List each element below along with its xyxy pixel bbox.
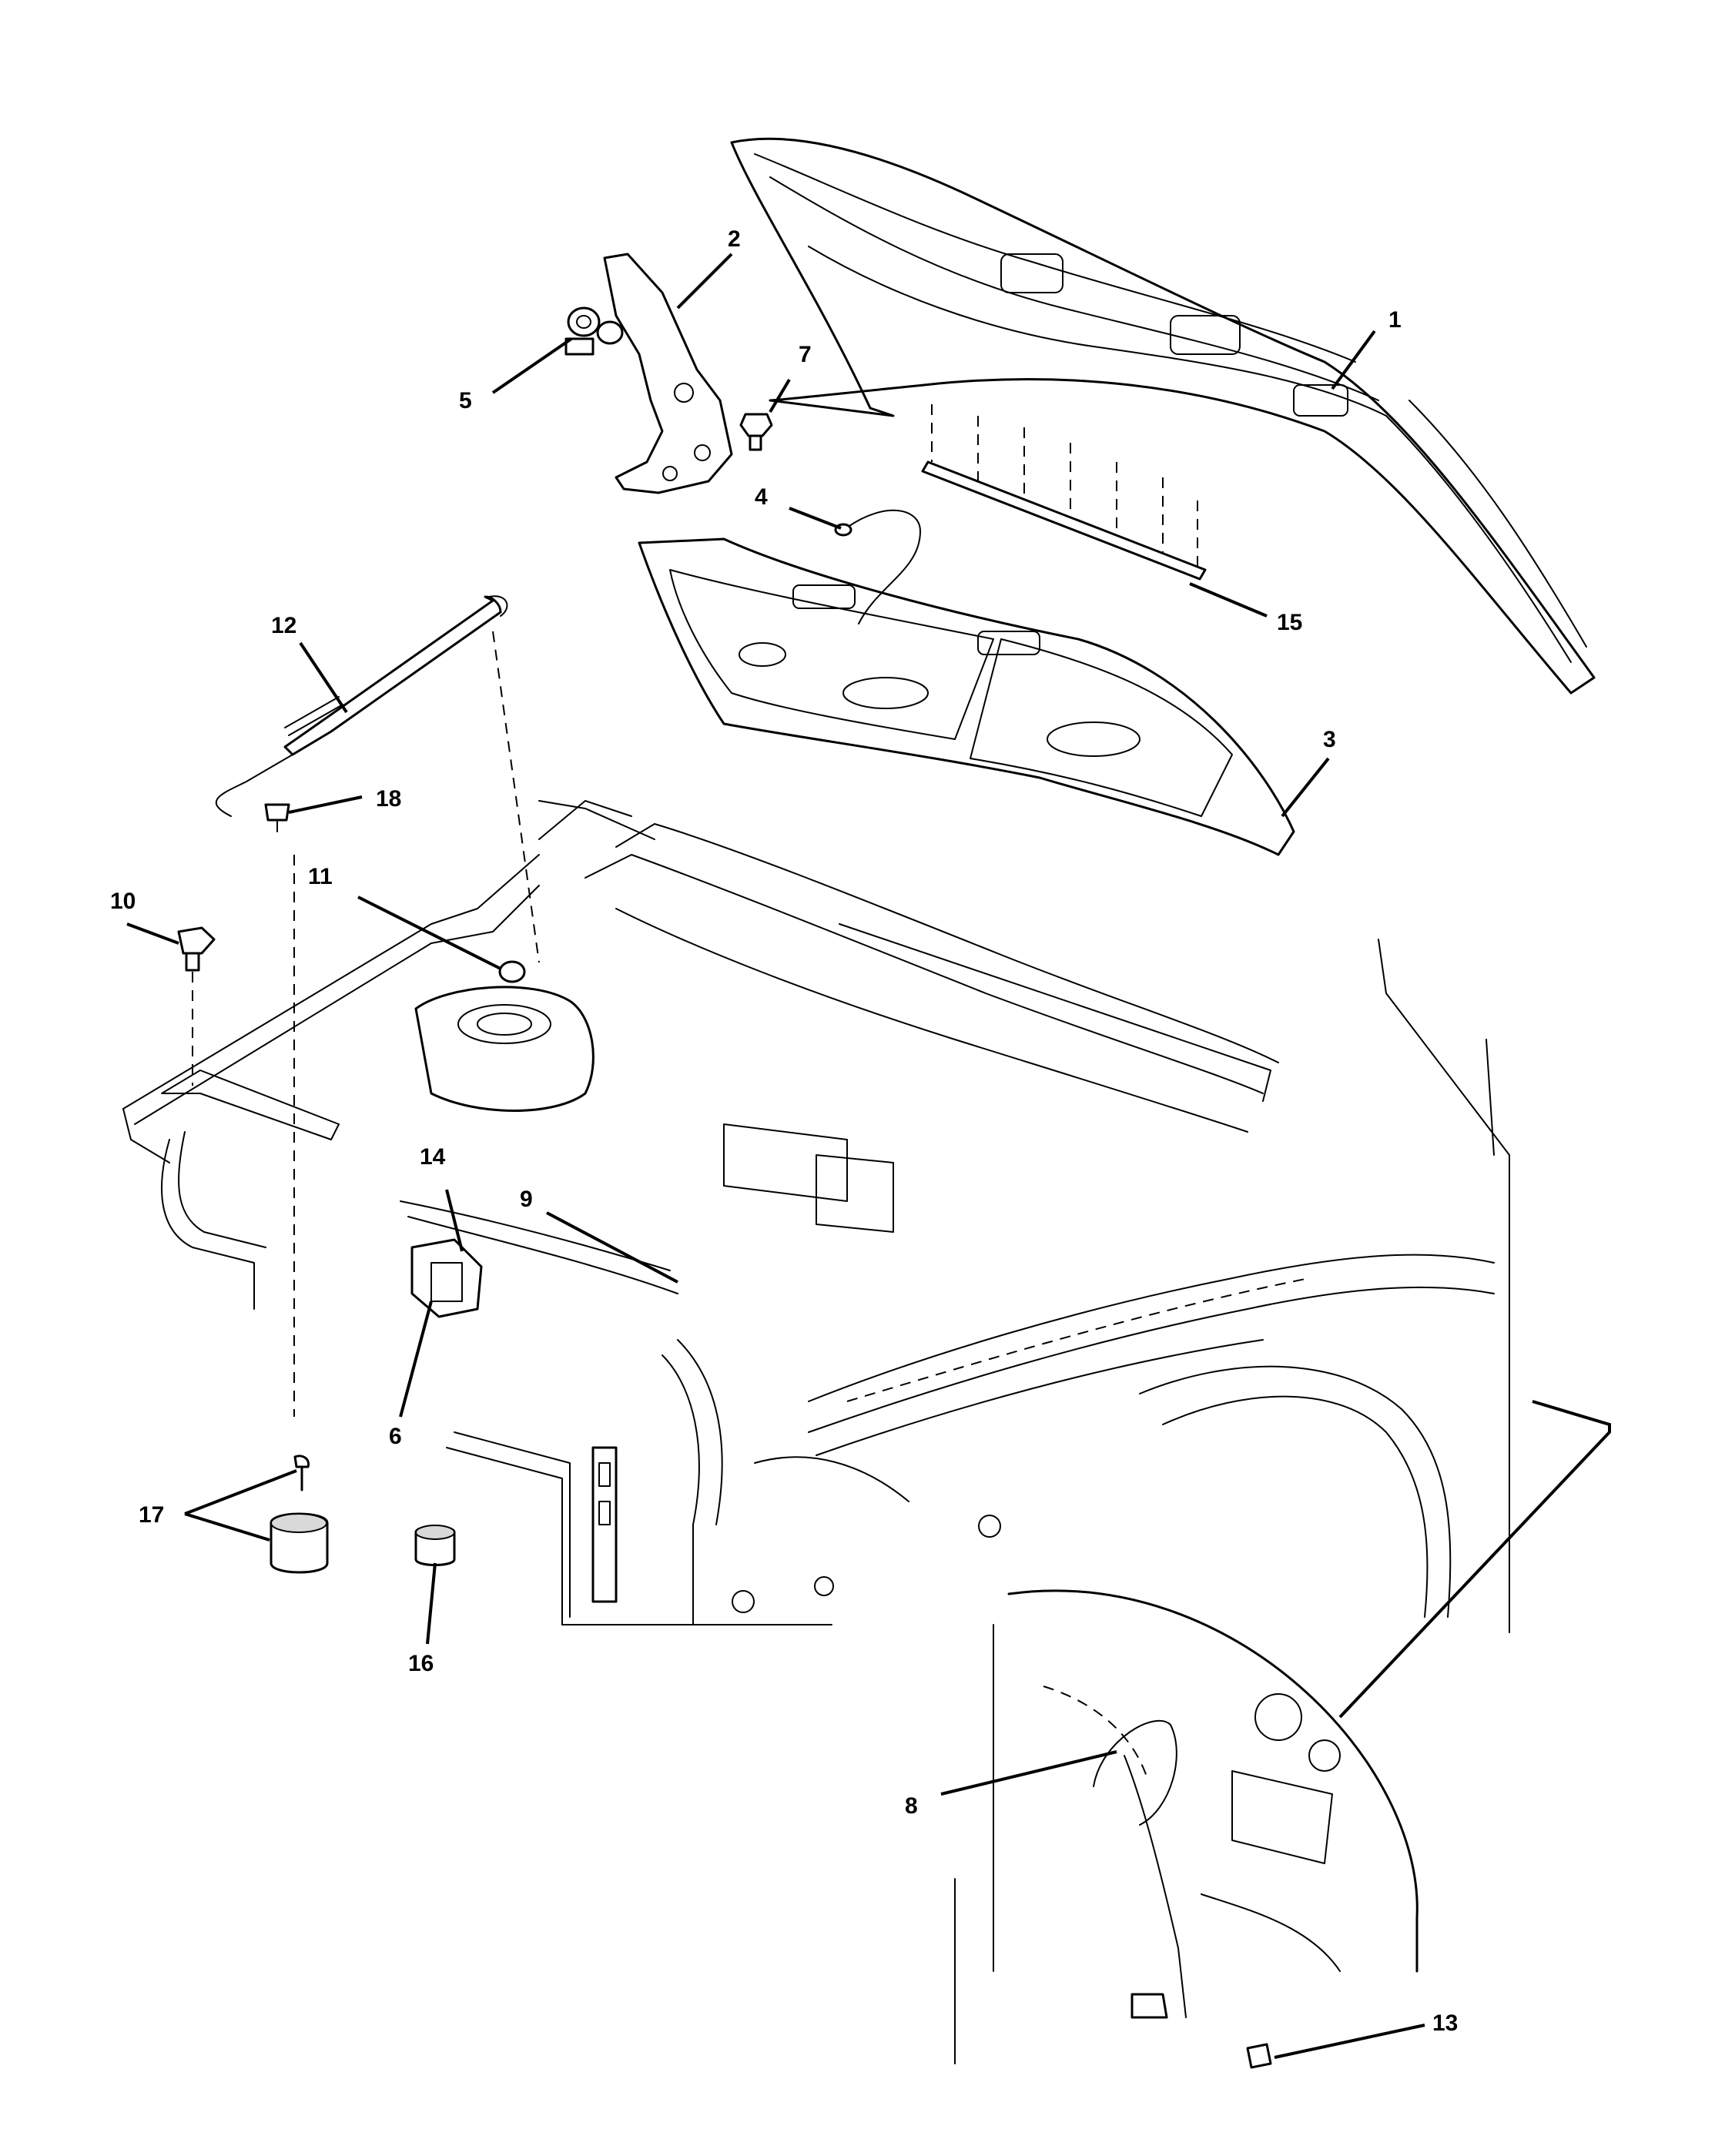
callout-8: 8 [905, 1793, 918, 1819]
callout-14: 14 [420, 1144, 446, 1170]
callout-7: 7 [799, 342, 812, 367]
hinge-bolt-and-washer [564, 306, 624, 356]
callout-9: 9 [520, 1187, 533, 1212]
hinge-nut [739, 413, 773, 451]
callout-5: 5 [459, 388, 472, 413]
callout-11: 11 [308, 864, 333, 889]
prop-rod-grommet [264, 803, 290, 832]
callout-10: 10 [110, 889, 136, 914]
callout-12: 12 [271, 613, 296, 638]
hood-hinge [603, 253, 733, 494]
hood-bumper [492, 631, 540, 983]
callout-17: 17 [139, 1502, 164, 1528]
hood-prop-rod [215, 595, 508, 817]
engine-compartment-body [122, 800, 1510, 1633]
callout-16: 16 [408, 1651, 434, 1676]
leader-lines [126, 253, 1425, 2059]
callout-3: 3 [1323, 727, 1336, 752]
callout-18: 18 [376, 786, 401, 812]
hood-seal-strip [921, 404, 1207, 581]
callout-15: 15 [1277, 610, 1302, 635]
callout-4: 4 [755, 484, 768, 510]
callout-labels: 1 2 3 4 5 6 7 8 9 10 11 12 13 14 15 16 1… [110, 226, 1458, 2036]
callout-6: 6 [389, 1424, 402, 1449]
callout-13: 13 [1432, 2010, 1458, 2036]
rubber-bumper [414, 1525, 456, 1566]
bumper-and-screw [270, 855, 329, 1574]
callout-2: 2 [728, 226, 741, 252]
detail-inset [954, 1400, 1611, 2069]
hood-bumper-stop [177, 926, 216, 1086]
hood-insulator-pad [638, 537, 1295, 856]
callout-1: 1 [1388, 307, 1402, 333]
